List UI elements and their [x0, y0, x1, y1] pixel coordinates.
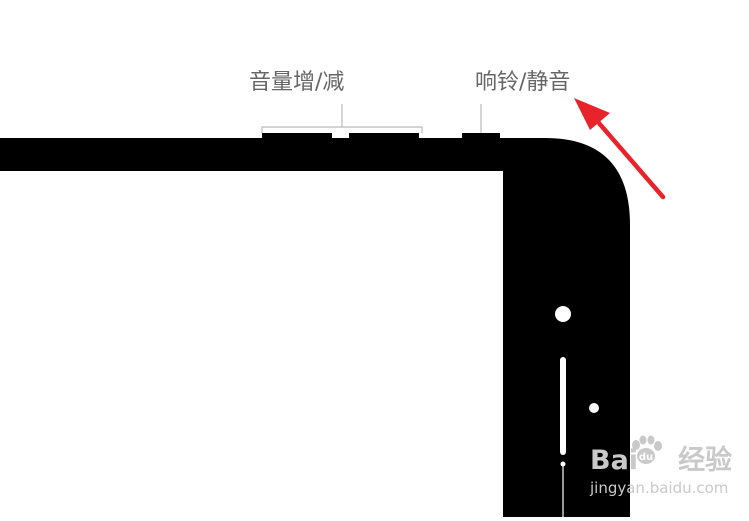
- ring-silent-switch: [462, 133, 500, 139]
- svg-text:du: du: [639, 452, 653, 463]
- volume-label: 音量增/减: [249, 70, 345, 95]
- volume-up-button: [262, 133, 332, 139]
- device-frame: [0, 138, 630, 517]
- microphone-dot: [589, 403, 599, 413]
- baidu-jingyan-watermark: Bai 经验 du jingyan.baidu.com: [590, 432, 740, 504]
- watermark-brand-left: Bai: [590, 445, 639, 476]
- volume-down-button: [349, 133, 419, 139]
- volume-bracket: [261, 104, 423, 133]
- ring-silent-label: 响铃/静音: [475, 70, 571, 95]
- watermark-url: jingyan.baidu.com: [590, 479, 729, 497]
- camera-slot: [560, 357, 566, 455]
- red-arrow: [574, 98, 666, 200]
- watermark-brand-right: 经验: [678, 445, 733, 476]
- paw-icon: du: [632, 435, 662, 464]
- camera-lens: [555, 306, 571, 322]
- watermark-brand: Bai 经验: [590, 438, 732, 477]
